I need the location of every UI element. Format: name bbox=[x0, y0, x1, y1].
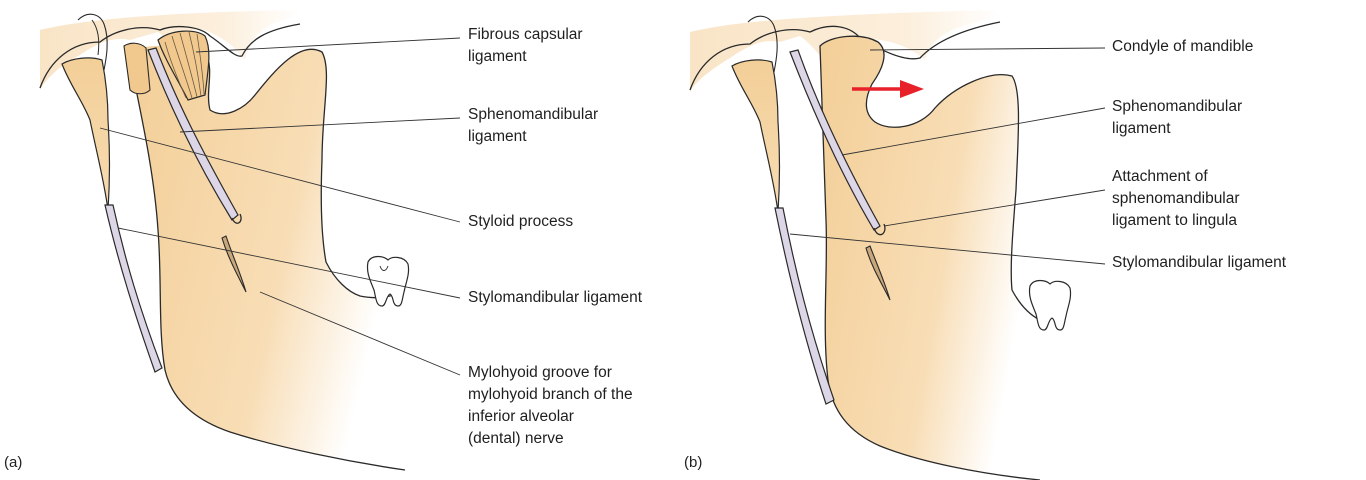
leader-condyle bbox=[870, 48, 1105, 50]
label-sphenomandibular-ligament-b: Sphenomandibular ligament bbox=[1112, 96, 1242, 140]
styloid-process-a bbox=[62, 58, 110, 210]
condyle-neck-a bbox=[124, 43, 150, 94]
label-styloid-process: Styloid process bbox=[468, 211, 573, 233]
label-stylomandibular-ligament-a: Stylomandibular ligament bbox=[468, 287, 642, 309]
mandible-b bbox=[820, 36, 1040, 480]
label-attachment-to-lingula: Attachment of sphenomandibular ligament … bbox=[1112, 166, 1240, 232]
label-fibrous-capsular-ligament: Fibrous capsular ligament bbox=[468, 24, 583, 68]
label-sphenomandibular-ligament-a: Sphenomandibular ligament bbox=[468, 104, 598, 148]
label-mylohyoid-groove: Mylohyoid groove for mylohyoid branch of… bbox=[468, 362, 633, 450]
caption-panel-b: (b) bbox=[684, 454, 702, 471]
label-stylomandibular-ligament-b: Stylomandibular ligament bbox=[1112, 252, 1286, 274]
mandible-ramus-a bbox=[128, 46, 405, 470]
caption-panel-a: (a) bbox=[4, 454, 22, 471]
panel-a bbox=[40, 10, 460, 470]
label-condyle-of-mandible: Condyle of mandible bbox=[1112, 36, 1253, 58]
stylomandibular-ligament-a bbox=[105, 205, 162, 372]
panel-b bbox=[690, 10, 1105, 480]
styloid-process-b bbox=[732, 60, 780, 212]
